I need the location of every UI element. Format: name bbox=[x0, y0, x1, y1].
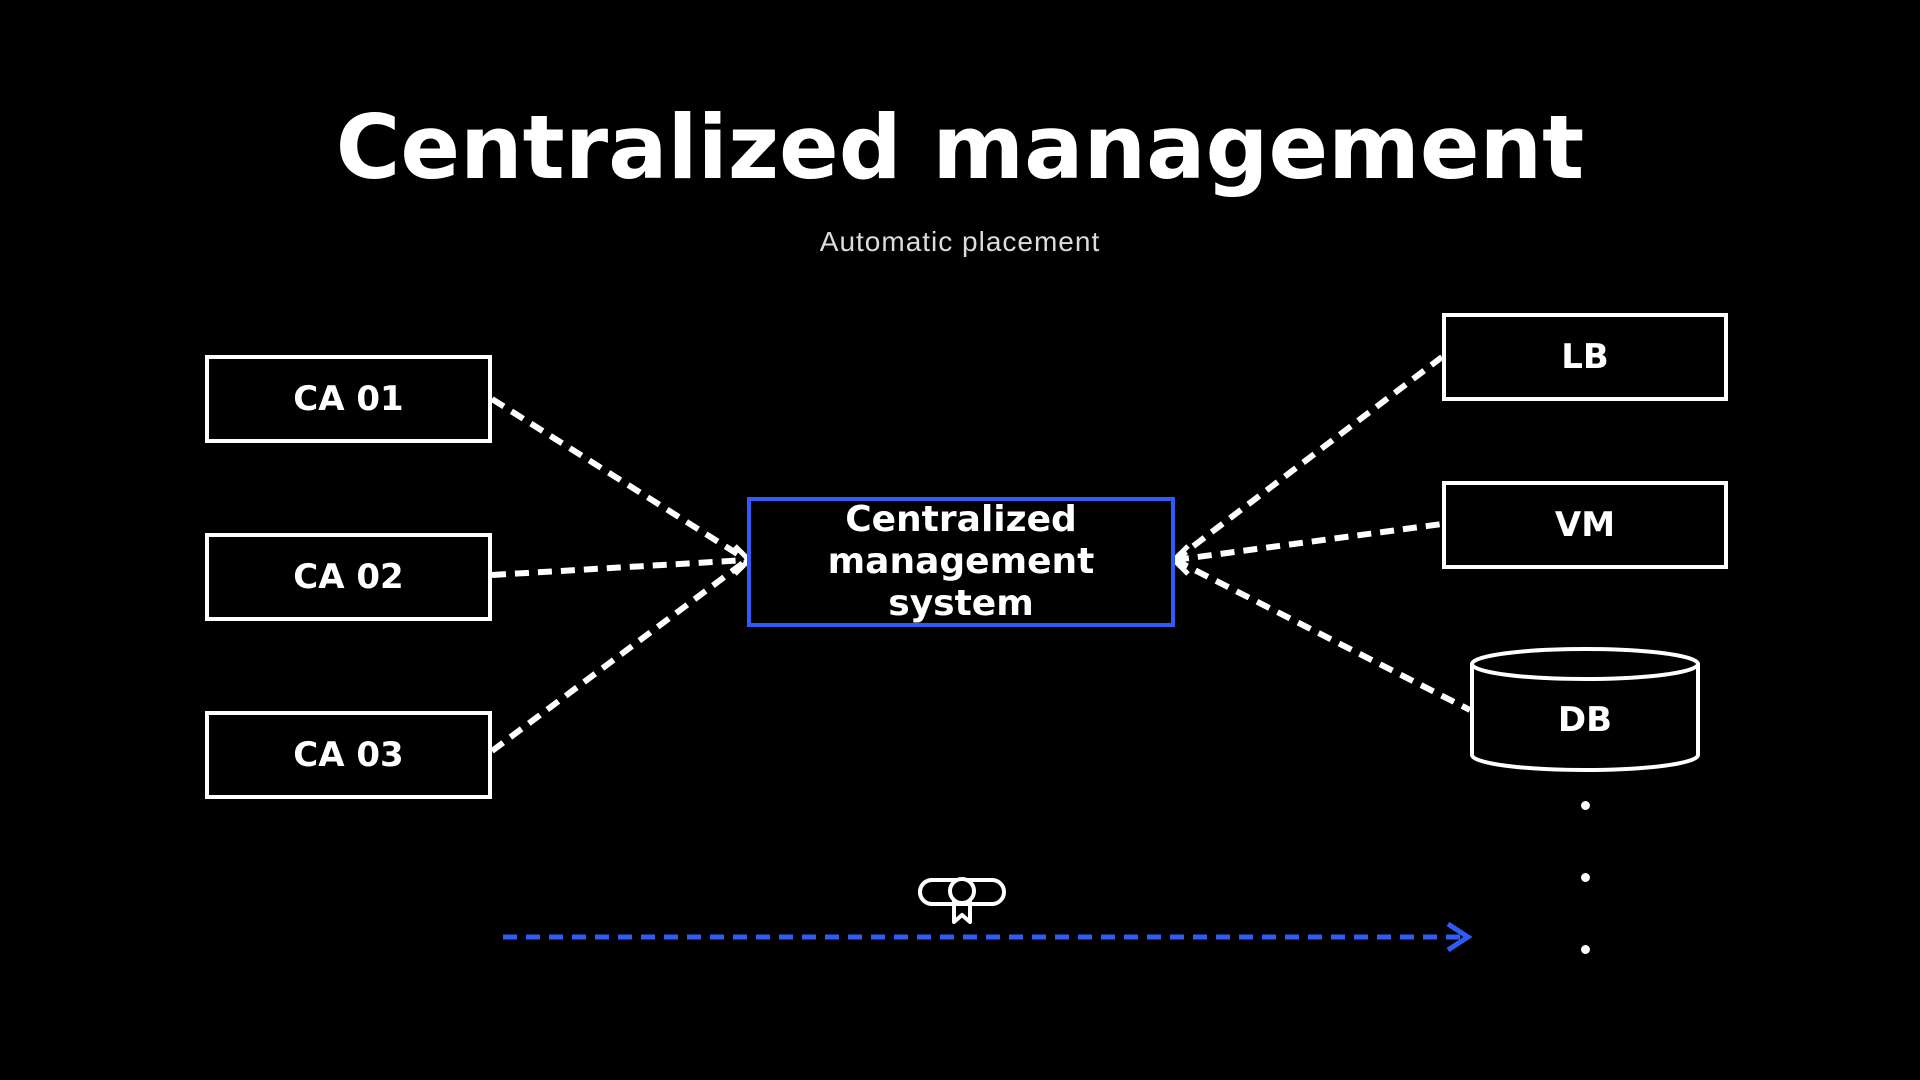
certificate-icon bbox=[918, 877, 1006, 924]
ellipsis-dot-3 bbox=[1581, 945, 1590, 954]
ca-box-01: CA 01 bbox=[205, 355, 492, 443]
page-subtitle: Automatic placement bbox=[819, 226, 1101, 257]
db-label: DB bbox=[1557, 700, 1613, 740]
ca-box-03: CA 03 bbox=[205, 711, 492, 799]
db-cylinder bbox=[1470, 647, 1700, 772]
vm-box: VM bbox=[1442, 481, 1728, 569]
vm-label: VM bbox=[1554, 505, 1616, 545]
ca-box-02: CA 02 bbox=[205, 533, 492, 621]
central-management-box: Centralized management system bbox=[747, 497, 1175, 627]
lb-box: LB bbox=[1442, 313, 1728, 401]
ellipsis-dot-2 bbox=[1581, 873, 1590, 882]
page-title: Centralized management bbox=[335, 96, 1585, 199]
lb-label: LB bbox=[1561, 337, 1609, 377]
connector-center-to-lb bbox=[1173, 354, 1444, 563]
connector-ca01-to-center bbox=[490, 396, 749, 563]
connector-center-to-db bbox=[1173, 557, 1472, 713]
ca-box-label: CA 03 bbox=[293, 735, 404, 775]
ellipsis-dot-1 bbox=[1581, 801, 1590, 810]
connector-ca03-to-center bbox=[490, 557, 749, 754]
central-box-line-1: Centralized bbox=[845, 499, 1077, 540]
distribution-arrowhead bbox=[1446, 921, 1473, 953]
ca-box-label: CA 01 bbox=[293, 379, 404, 419]
central-box-line-2: management system bbox=[827, 541, 1095, 624]
ca-box-label: CA 02 bbox=[293, 557, 404, 597]
connector-ca02-to-center bbox=[491, 557, 748, 578]
